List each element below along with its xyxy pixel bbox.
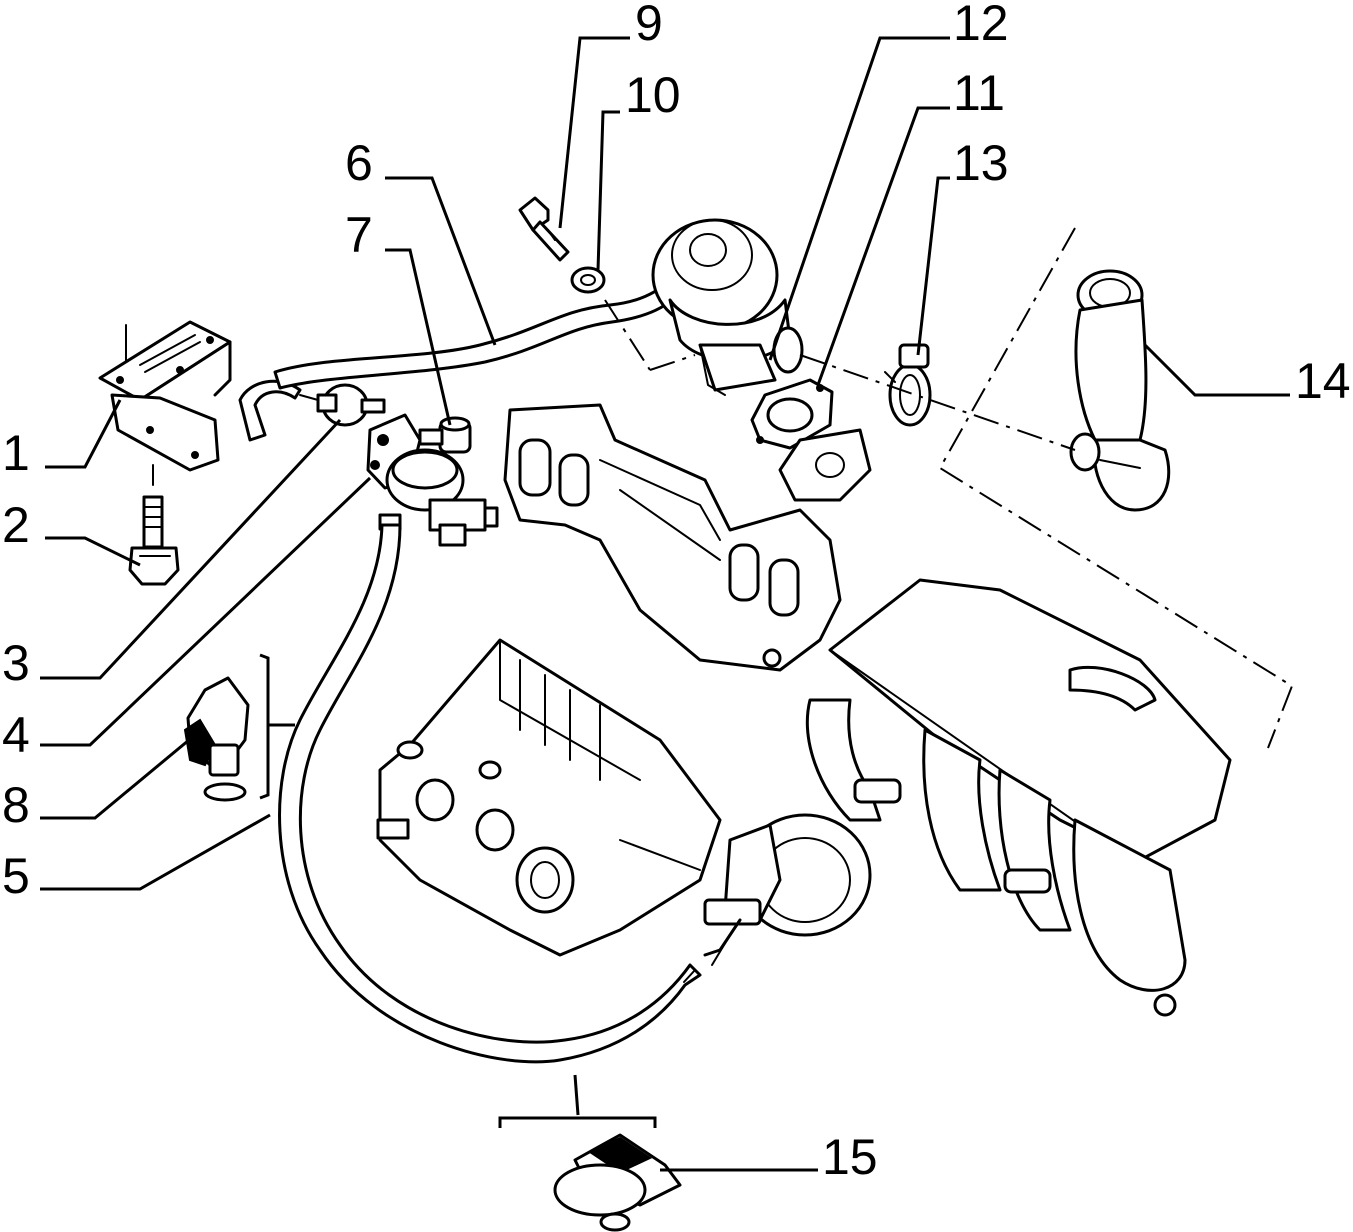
callout-8: 8 xyxy=(2,777,30,833)
callout-4: 4 xyxy=(2,707,30,763)
callout-3: 3 xyxy=(2,635,30,691)
mounting-bracket xyxy=(98,320,232,486)
bolt xyxy=(128,495,180,586)
egr-gasket xyxy=(750,378,834,450)
callout-11: 11 xyxy=(953,65,1005,121)
callout-13: 13 xyxy=(953,135,1009,191)
vacuum-cap xyxy=(418,416,472,454)
callout-14: 14 xyxy=(1295,353,1351,409)
washer xyxy=(570,266,606,294)
callout-6: 6 xyxy=(345,135,373,191)
callout-2: 2 xyxy=(2,497,30,553)
solenoid-valve xyxy=(366,413,499,547)
callout-7: 7 xyxy=(345,207,373,263)
callout-10: 10 xyxy=(625,67,681,123)
hose-clamp xyxy=(884,343,932,427)
callout-9: 9 xyxy=(635,0,663,51)
callout-12: 12 xyxy=(953,0,1009,51)
callout-numbers: 1 2 3 4 8 5 6 7 9 10 12 11 13 14 15 xyxy=(2,0,1351,1185)
intake-manifold xyxy=(805,578,1232,1017)
egr-bolt xyxy=(518,196,570,262)
pressure-sensor xyxy=(553,1133,682,1232)
callout-1: 1 xyxy=(2,425,30,481)
callout-15: 15 xyxy=(822,1129,878,1185)
callout-5: 5 xyxy=(2,848,30,904)
vacuum-valve xyxy=(299,383,386,427)
intake-hose xyxy=(1069,269,1171,512)
leader-lines xyxy=(40,36,1290,1172)
egr-valve xyxy=(651,218,804,396)
turbocharger xyxy=(703,813,872,966)
exhaust-manifold xyxy=(503,403,872,672)
sensor-connector xyxy=(183,676,250,802)
engine-block xyxy=(376,638,722,957)
